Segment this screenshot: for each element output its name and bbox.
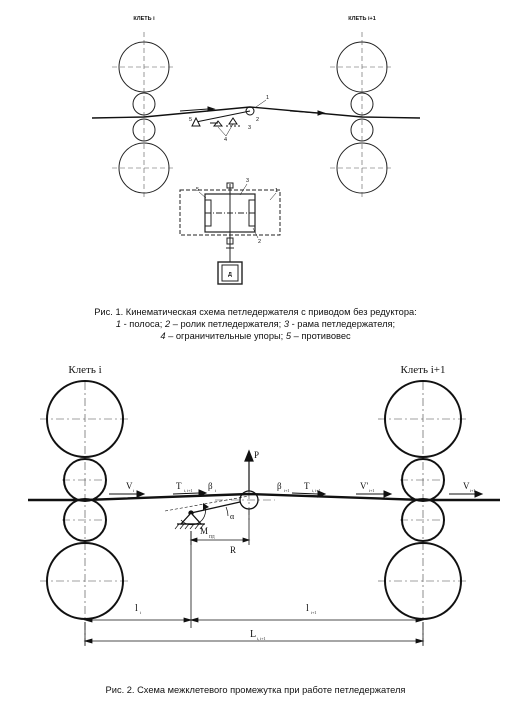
T-left-label: T — [176, 481, 182, 491]
v-mid-label: V' — [360, 481, 368, 491]
label-5: 5 — [189, 117, 192, 123]
force-P-label: P — [254, 450, 259, 460]
radius-label: R — [230, 545, 236, 555]
beta-right-sub: i+1 — [284, 488, 289, 493]
figure-1-kinematic-scheme: КЛЕТЬ i КЛЕТЬ i+1 1 2 3 5 4 Д 5 3 1 2 — [91, 16, 421, 285]
motor-label: Д — [228, 272, 232, 278]
fig1-caption-line3: 4 – ограничительные упоры; 5 – противове… — [160, 331, 351, 341]
l-right-sub: i+1 — [311, 610, 316, 615]
motor-box — [217, 261, 243, 285]
drive-label-5: 5 — [196, 187, 199, 193]
looper-roller — [191, 106, 255, 127]
fig2-stand-left-label: Клеть i — [68, 364, 101, 376]
l-left-label: l — [135, 603, 138, 614]
stand-right-label: КЛЕТЬ i+1 — [348, 16, 376, 22]
force-P-arrow — [244, 449, 254, 491]
label-2: 2 — [256, 117, 259, 123]
fig2-arrows — [109, 489, 484, 498]
L-total-label: L — [250, 629, 256, 640]
stand-left-label: КЛЕТЬ i — [133, 16, 155, 22]
label-4: 4 — [224, 137, 227, 143]
moment-arc — [180, 506, 206, 526]
l-right-label: l — [306, 603, 309, 614]
beta-right-label: β — [277, 481, 282, 491]
moment-sub: ПД — [209, 534, 215, 539]
fig1-caption-line1: Рис. 1. Кинематическая схема петледержат… — [94, 307, 417, 317]
label-3: 3 — [248, 125, 251, 131]
v-mid-sub: i+1 — [369, 488, 374, 493]
drive-label-2: 2 — [258, 239, 261, 245]
l-left-sub: i — [140, 610, 142, 615]
drive-label-3: 3 — [246, 178, 249, 184]
T-left-sub: i, i+1 — [184, 488, 192, 494]
fig2-strip — [28, 492, 500, 502]
fig2-caption: Рис. 2. Схема межклетевого промежутка пр… — [105, 685, 406, 695]
T-right-sub: i, i+1 — [312, 488, 320, 494]
fig2-looper — [177, 490, 259, 525]
fig2-stand-right-label: Клеть i+1 — [400, 364, 445, 376]
alpha-label: α — [230, 512, 235, 521]
v-right-label: V — [463, 481, 470, 491]
T-right-label: T — [304, 481, 310, 491]
figure-2-interstand-gap: Клеть i Клеть i+1 P V i T i, i+1 β i β i… — [28, 364, 500, 646]
v-left-label: V — [126, 481, 133, 491]
beta-left-sub: i — [215, 488, 217, 493]
moment-label: M — [200, 526, 208, 536]
v-left-sub: i — [133, 488, 135, 493]
looper-drive-diagram — [179, 182, 281, 285]
drive-label-1: 1 — [275, 188, 278, 194]
beta-left-label: β — [208, 481, 213, 491]
label-1: 1 — [266, 95, 269, 101]
fig1-caption-line2: 1 - полоса; 2 – ролик петледержателя; 3 … — [115, 319, 396, 329]
dimension-lines — [83, 531, 425, 646]
v-right-sub: i+1 — [470, 488, 475, 493]
L-total-sub: i, i+1 — [257, 636, 265, 642]
alpha-arc — [225, 506, 229, 517]
strip-direction-arrows — [179, 106, 326, 116]
